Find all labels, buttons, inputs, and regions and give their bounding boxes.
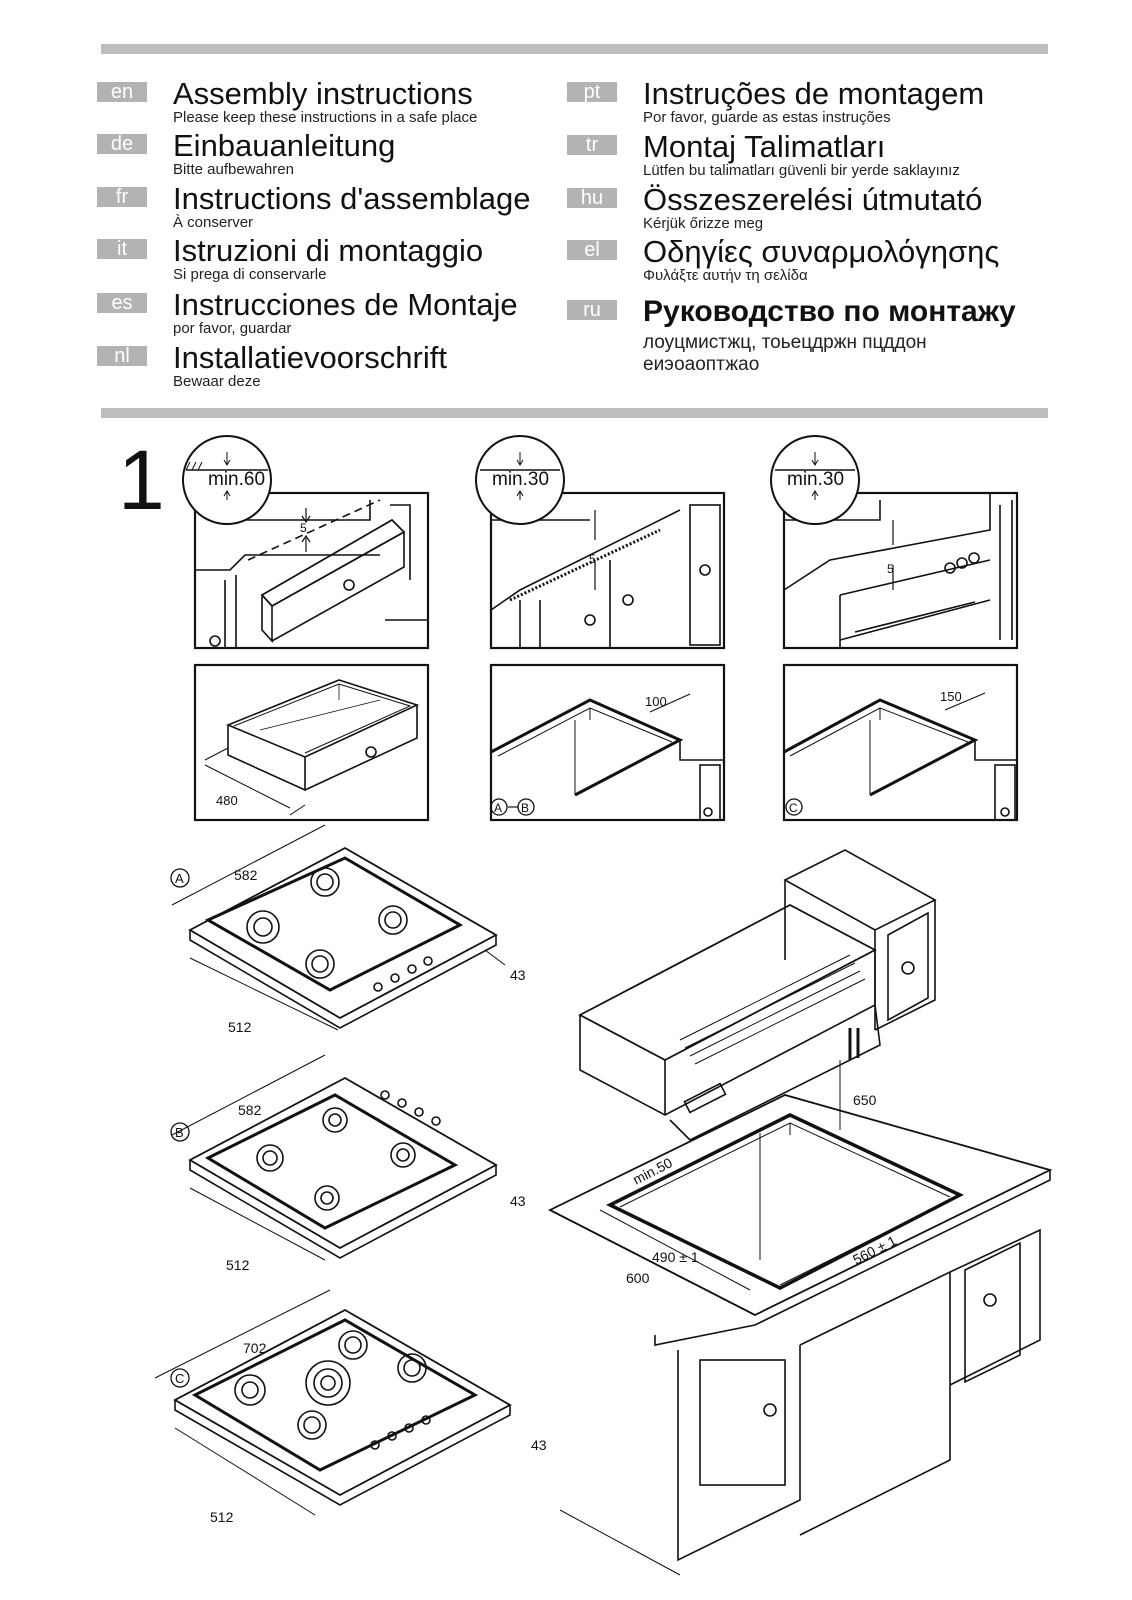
hob-height-label-c: 43 [531,1437,547,1453]
hob-variant-label-a: A [175,871,184,886]
language-title: Instructions d'assemblage [173,181,531,216]
language-subtitle: Lütfen bu talimatları güvenli bir yerde … [643,162,960,179]
hob-depth-label-a: 512 [228,1019,252,1035]
panel-drawer-clearance [193,491,430,650]
hob-variant-label-c: C [175,1371,184,1386]
clearance-circle-c [770,435,860,525]
language-subtitle: Please keep these instructions in a safe… [173,109,478,126]
language-title: Assembly instructions [173,76,473,111]
hob-badge-a [170,868,190,888]
hob-width-label-a: 582 [234,867,258,883]
language-title: Einbauanleitung [173,128,396,163]
hob-depth-label-c: 512 [210,1509,234,1525]
language-title: Istruzioni di montaggio [173,233,484,268]
cutout-depth-label: 490 ± 1 [652,1249,699,1265]
language-code: en [97,82,147,102]
hob-width-label-c: 702 [243,1340,267,1356]
hob-a [171,824,506,1031]
language-subtitle: Bitte aufbewahren [173,161,294,178]
language-title: Installatievoorschrift [173,340,447,375]
hob-badge-b [170,1122,190,1142]
language-code: tr [567,135,617,155]
hob-variant-label-b: B [175,1125,184,1140]
hob-badge-c [170,1368,190,1388]
hood-height-label: 650 [853,1092,877,1108]
language-subtitle: por favor, guardar [173,320,292,337]
clearance-label-c: min.30 [787,469,844,490]
language-code: nl [97,346,147,366]
language-code: el [567,240,617,260]
variant-label-b-ab: B [521,801,529,815]
panel-cutout-c [782,663,1019,822]
language-subtitle: Bewaar deze [173,373,261,390]
hob-height-label-a: 43 [510,967,526,983]
language-code: it [97,239,147,259]
cabinet-gap-label-c: 5 [887,562,894,576]
language-title: Руководство по монтажу [643,295,1016,328]
language-subtitle: Φυλάξτε αυτήν τη σελίδα [643,267,808,284]
variant-badge-a-ab [490,798,508,816]
hob-height-label-b: 43 [510,1193,526,1209]
variant-label-a-ab: A [494,801,502,815]
drawer-gap-label: 5 [300,521,307,535]
language-subtitle: Kérjük őrizze meg [643,215,764,232]
worktop-depth-label: 600 [626,1270,650,1286]
language-title: Οδηγίες συναρμολόγησης [643,234,1000,269]
clearance-circle-a [182,435,272,525]
hob-c [154,1289,512,1516]
language-subtitle: Por favor, guarde as estas instruções [643,109,891,126]
panel-drawer-box [193,663,430,822]
language-code: pt [567,82,617,102]
hob-b [171,1054,498,1261]
clearance-circle-b [475,435,565,525]
language-title: Montaj Talimatları [643,129,886,164]
variant-label-c: C [789,801,798,815]
language-code: hu [567,188,617,208]
cutout-offset-label-ab: 100 [645,694,667,709]
cabinet-gap-label-b: 5 [589,552,596,566]
language-code: fr [97,187,147,207]
language-subtitle: À conserver [173,214,254,231]
step-number: 1 [118,433,165,527]
hob-depth-label-b: 512 [226,1257,250,1273]
panel-oven-clearance-c [782,491,1019,650]
language-subtitle: лоуцмистжц, тоьецдржн пцддон еиэоаоптжао [643,332,927,375]
clearance-label-b: min.30 [492,469,549,490]
language-code: ru [567,300,617,320]
language-title: Instrucciones de Montaje [173,287,518,322]
language-code: es [97,293,147,313]
language-title: Összeszerelési útmutató [643,182,983,217]
hob-width-label-b: 582 [238,1102,262,1118]
clearance-label-a: min.60 [208,469,265,490]
installation-scene [547,849,1053,1576]
cutout-offset-label-c: 150 [940,689,962,704]
language-title: Instruções de montagem [643,76,985,111]
header-rule [101,408,1048,418]
language-subtitle: Si prega di conservarle [173,266,327,283]
top-rule [101,44,1048,54]
drawer-depth-label: 480 [216,793,238,808]
variant-badge-c [785,798,803,816]
language-code: de [97,134,147,154]
panel-cutout-ab [489,663,726,822]
